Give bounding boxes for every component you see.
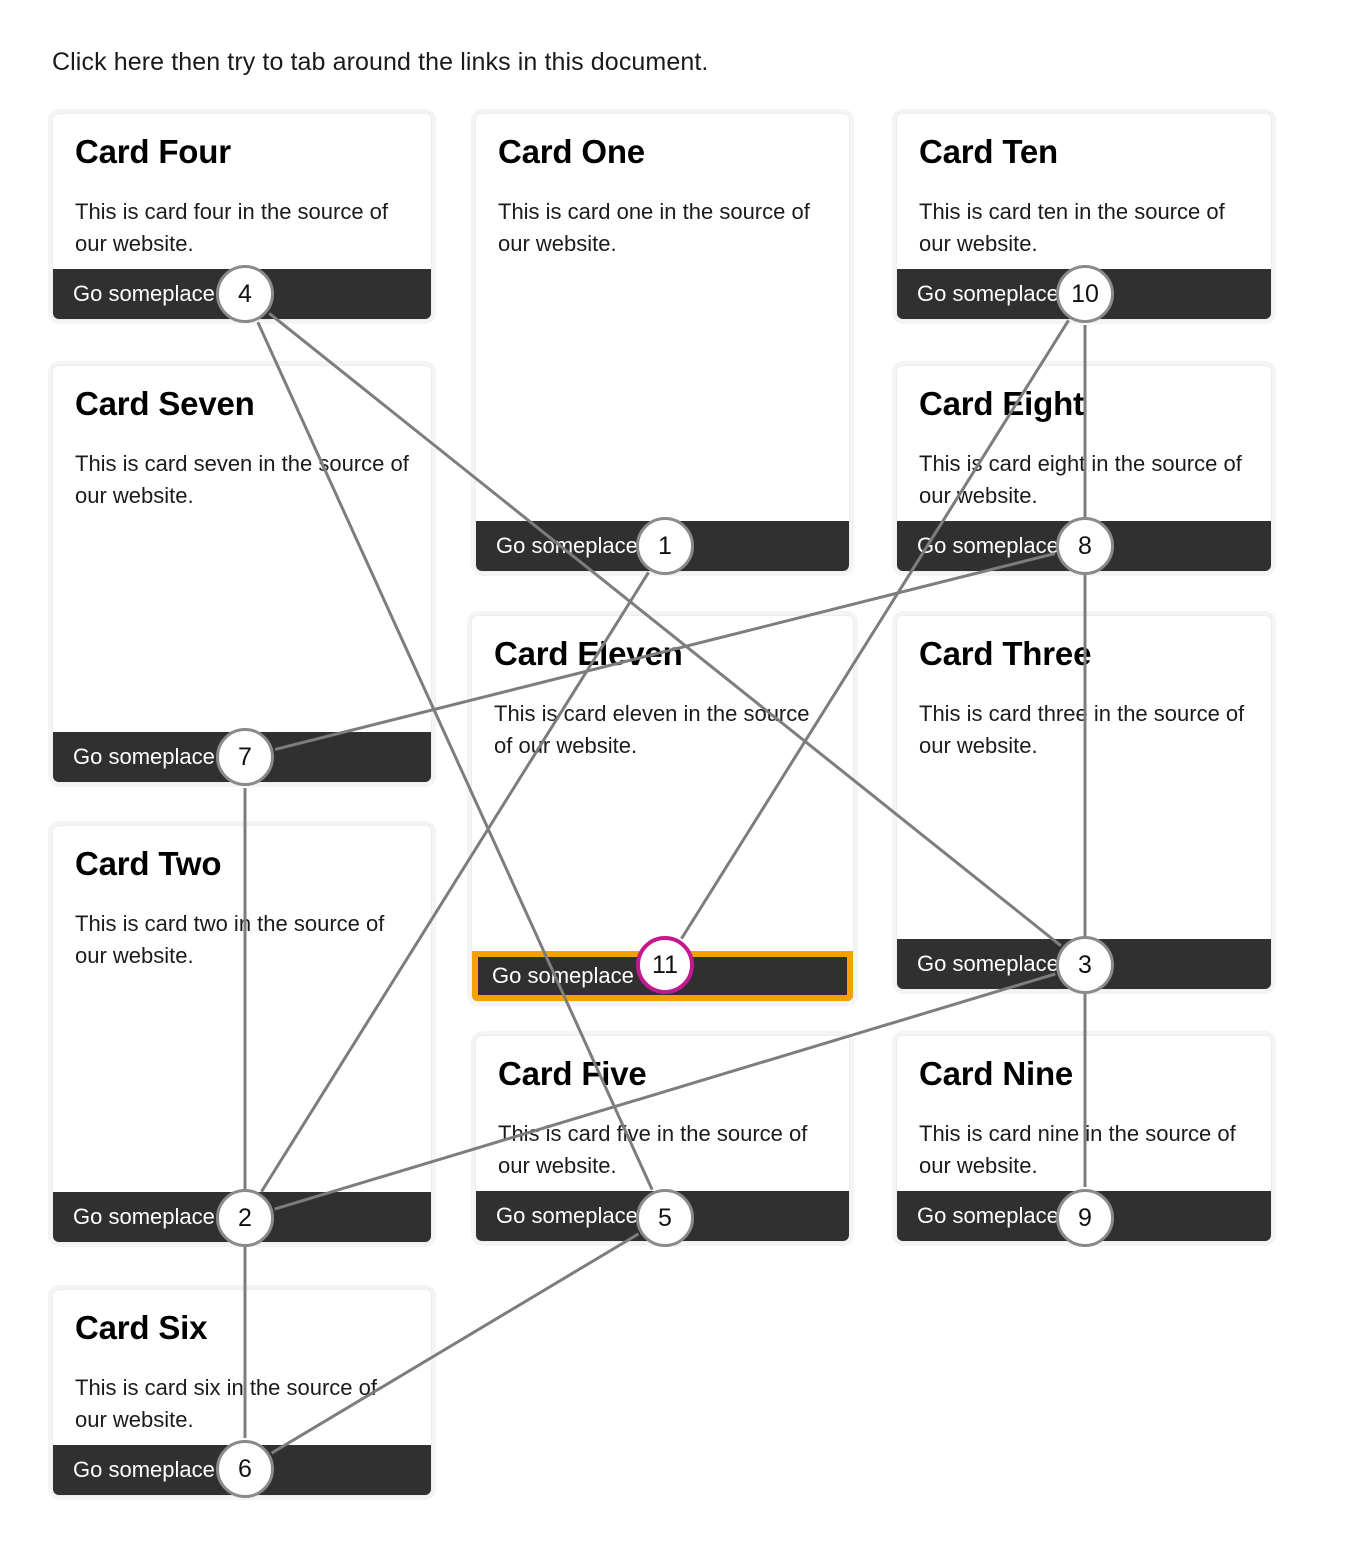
card-description: This is card seven in the source of our …	[75, 451, 409, 509]
tab-order-badge-8: 8	[1056, 517, 1114, 575]
tab-order-badge-2: 2	[216, 1189, 274, 1247]
card-description: This is card five in the source of our w…	[498, 1121, 808, 1179]
card-title: Card Two	[75, 845, 222, 882]
card-title: Card Eight	[919, 385, 1084, 422]
tab-order-badge-11: 11	[636, 936, 694, 994]
card-title: Card Three	[919, 635, 1092, 672]
card-title: Card Eleven	[494, 635, 683, 672]
card-title: Card Nine	[919, 1055, 1074, 1092]
card-description: This is card nine in the source of our w…	[919, 1121, 1236, 1179]
card-description: This is card six in the source of our we…	[75, 1375, 378, 1433]
card-title: Card Six	[75, 1309, 208, 1346]
card-description: This is card eight in the source of our …	[919, 451, 1242, 509]
tab-order-badge-5: 5	[636, 1189, 694, 1247]
tab-order-badge-3: 3	[1056, 936, 1114, 994]
card-title: Card Ten	[919, 133, 1058, 170]
card-description: This is card one in the source of our we…	[498, 199, 810, 257]
card-description: This is card four in the source of our w…	[75, 199, 389, 257]
tab-order-badge-6: 6	[216, 1440, 274, 1498]
tab-order-badge-7: 7	[216, 728, 274, 786]
card-title: Card Four	[75, 133, 231, 170]
card-title: Card One	[498, 133, 645, 170]
tab-order-badge-10: 10	[1056, 265, 1114, 323]
tab-order-badge-9: 9	[1056, 1189, 1114, 1247]
card-description: This is card eleven in the source of our…	[494, 701, 810, 759]
card-description: This is card three in the source of our …	[919, 701, 1245, 759]
page-instruction-text: Click here then try to tab around the li…	[52, 48, 709, 76]
card-title: Card Five	[498, 1055, 647, 1092]
tab-order-badge-1: 1	[636, 517, 694, 575]
card-description: This is card ten in the source of our we…	[919, 199, 1225, 257]
tab-order-badge-4: 4	[216, 265, 274, 323]
card-description: This is card two in the source of our we…	[75, 911, 385, 969]
card-title: Card Seven	[75, 385, 255, 422]
